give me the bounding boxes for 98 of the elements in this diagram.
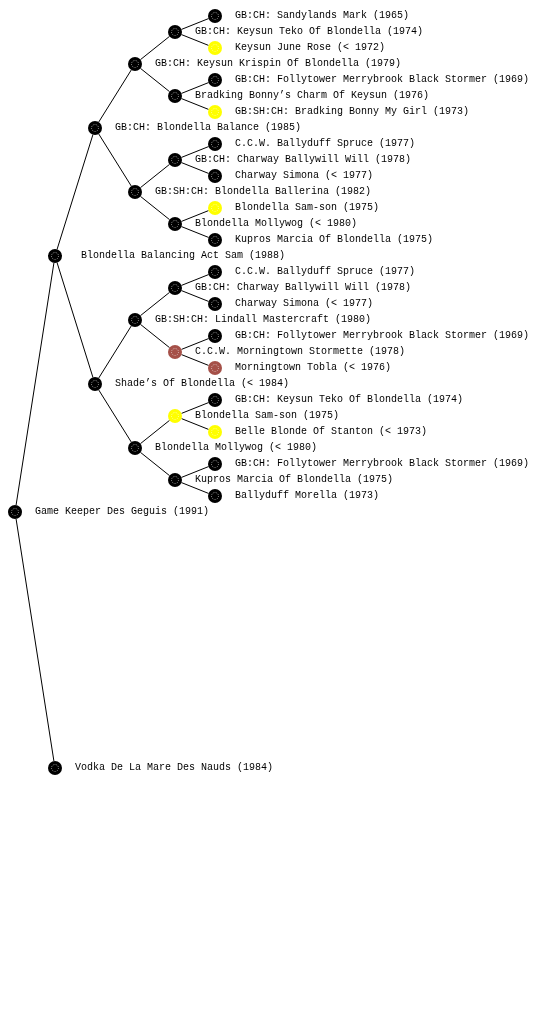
name-label: GB:CH: Follytower Merrybrook Black Stormer (1969) (235, 74, 530, 86)
node-dot (208, 73, 222, 87)
node-dot (128, 185, 142, 199)
name-label: GB:CH: Keysun Teko Of Blondella (1974) (235, 394, 464, 406)
node-dot (128, 313, 142, 327)
connector-line (181, 418, 209, 430)
name-label: Shade’s Of Blondella (< 1984) (115, 378, 290, 390)
connector-line (181, 18, 209, 30)
connector-line (139, 451, 171, 477)
connector-line (181, 354, 209, 366)
name-label: Blondella Mollywog (< 1980) (195, 218, 358, 230)
connector-line (139, 195, 171, 221)
connector-line (181, 402, 209, 414)
node-dot (208, 201, 222, 215)
connector-line (98, 325, 132, 379)
connector-line (181, 482, 209, 494)
node-dot (208, 393, 222, 407)
node-dot (8, 505, 22, 519)
name-label: GB:CH: Charway Ballywill Will (1978) (195, 154, 412, 166)
connector-line (139, 291, 171, 317)
node-dot (208, 297, 222, 311)
node-dot (128, 441, 142, 455)
connector-line (181, 274, 209, 286)
connector-line (15, 518, 55, 762)
node-dot (168, 473, 182, 487)
node-dot (208, 425, 222, 439)
node-dot (168, 409, 182, 423)
connector-line (181, 146, 209, 158)
node-dot (168, 153, 182, 167)
node-dot (208, 329, 222, 343)
connector-line (56, 134, 94, 250)
connector-line (181, 290, 209, 302)
name-label: GB:SH:CH: Bradking Bonny My Girl (1973) (235, 106, 470, 118)
connector-line (98, 69, 132, 123)
node-dot (208, 457, 222, 471)
connector-line (56, 262, 94, 378)
name-label: Bradking Bonny’s Charm Of Keysun (1976) (195, 90, 430, 102)
name-label: Blondella Mollywog (< 1980) (155, 442, 318, 454)
connector-line (98, 133, 132, 187)
node-dot (168, 25, 182, 39)
connector-line (139, 67, 171, 93)
name-label: Vodka De La Mare Des Nauds (1984) (75, 762, 274, 774)
connector-line (181, 338, 209, 350)
node-dot (48, 761, 62, 775)
node-dot (208, 9, 222, 23)
name-label: GB:CH: Follytower Merrybrook Black Stormer (1969) (235, 458, 530, 470)
node-dot (208, 265, 222, 279)
node-dot (88, 121, 102, 135)
node-dot (208, 489, 222, 503)
connector-line (181, 162, 209, 174)
name-label: Charway Simona (< 1977) (235, 170, 374, 182)
name-label: Kupros Marcia Of Blondella (1975) (235, 234, 434, 246)
connector-line (139, 163, 171, 189)
node-dot (88, 377, 102, 391)
node-dot (168, 345, 182, 359)
name-label: Blondella Sam-son (1975) (235, 202, 380, 214)
name-label: C.C.W. Ballyduff Spruce (1977) (235, 266, 416, 278)
name-label: Belle Blonde Of Stanton (< 1973) (235, 426, 428, 438)
connector-line (181, 34, 209, 46)
connector-line (139, 35, 171, 61)
name-label: Blondella Balancing Act Sam (1988) (81, 250, 286, 262)
name-label: GB:CH: Keysun Teko Of Blondella (1974) (195, 26, 424, 38)
connector-line (98, 389, 132, 443)
connector-line (181, 210, 209, 222)
node-dot (168, 217, 182, 231)
connector-line (181, 226, 209, 238)
connector-line (181, 82, 209, 94)
name-label: Game Keeper Des Geguis (1991) (35, 506, 210, 518)
node-dot (128, 57, 142, 71)
name-label: GB:CH: Keysun Krispin Of Blondella (1979) (155, 58, 402, 70)
name-label: C.C.W. Morningtown Stormette (1978) (195, 346, 406, 358)
connector-line (181, 98, 209, 110)
name-label: GB:CH: Blondella Balance (1985) (115, 122, 302, 134)
node-dot (168, 281, 182, 295)
node-dot (208, 41, 222, 55)
name-label: GB:SH:CH: Blondella Ballerina (1982) (155, 186, 372, 198)
node-dot (208, 361, 222, 375)
name-label: C.C.W. Ballyduff Spruce (1977) (235, 138, 416, 150)
name-label: Blondella Sam-son (1975) (195, 410, 340, 422)
node-dot (208, 169, 222, 183)
name-label: GB:CH: Charway Ballywill Will (1978) (195, 282, 412, 294)
node-dot (48, 249, 62, 263)
name-label: Kupros Marcia Of Blondella (1975) (195, 474, 394, 486)
node-dot (168, 89, 182, 103)
node-dot (208, 137, 222, 151)
name-label: Charway Simona (< 1977) (235, 298, 374, 310)
node-dot (208, 105, 222, 119)
connector-line (15, 262, 55, 506)
node-dot (208, 233, 222, 247)
connector-line (181, 466, 209, 478)
name-label: Morningtown Tobla (< 1976) (235, 362, 392, 374)
name-label: GB:SH:CH: Lindall Mastercraft (1980) (155, 314, 372, 326)
name-label: Keysun June Rose (< 1972) (235, 42, 386, 54)
connector-line (139, 419, 171, 445)
name-label: GB:CH: Follytower Merrybrook Black Stormer (1969) (235, 330, 530, 342)
connector-line (139, 323, 171, 349)
name-label: Ballyduff Morella (1973) (235, 490, 380, 502)
name-label: GB:CH: Sandylands Mark (1965) (235, 10, 410, 22)
